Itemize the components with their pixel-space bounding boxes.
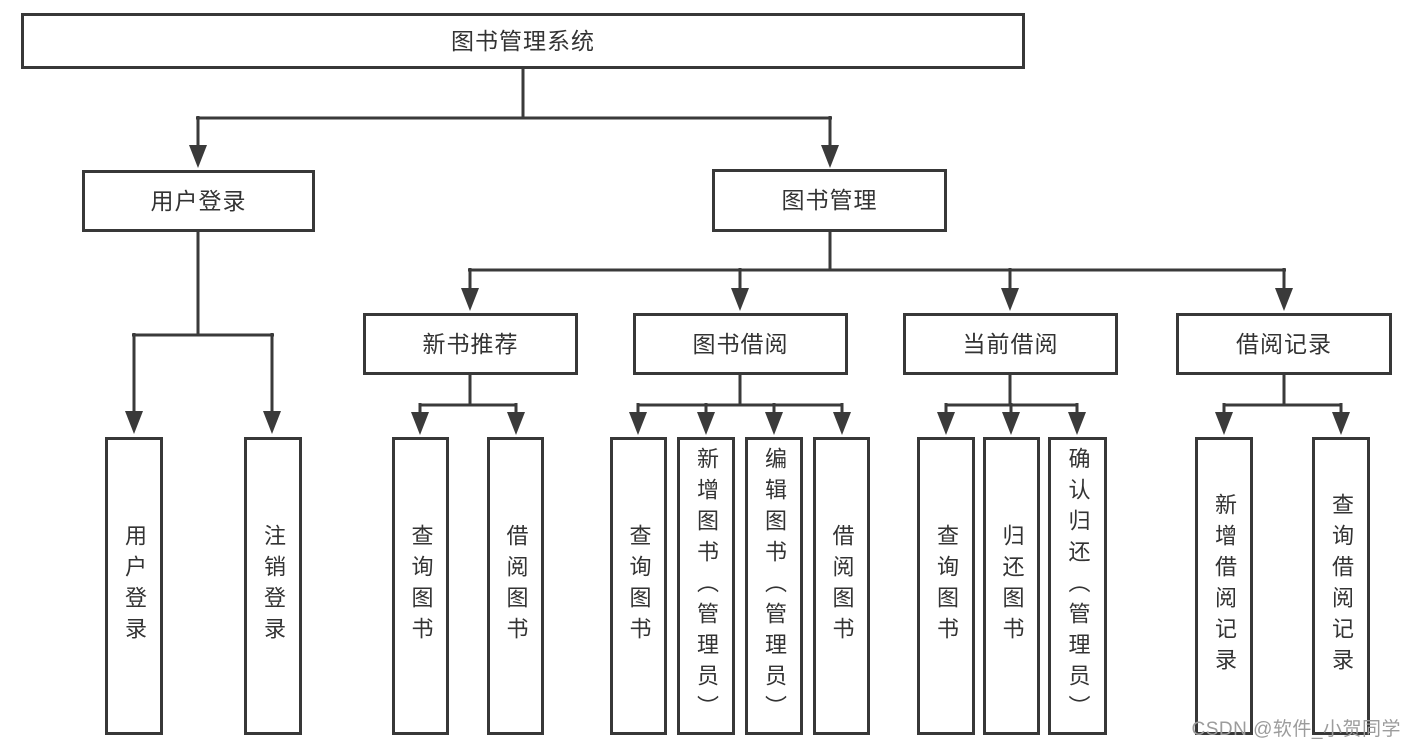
connector-book-borrow-to-children bbox=[629, 375, 851, 435]
leaf-query-borrow-record: 查询借阅记录 bbox=[1312, 437, 1370, 735]
connector-user-login-to-children bbox=[125, 232, 281, 434]
leaf-query-books-1: 查询图书 bbox=[392, 437, 449, 735]
leaf-borrow-books-2: 借阅图书 bbox=[813, 437, 870, 735]
leaf-edit-books-admin: 编辑图书（管理员） bbox=[745, 437, 803, 735]
leaf-add-borrow-record: 新增借阅记录 bbox=[1195, 437, 1253, 735]
leaf-query-books-2: 查询图书 bbox=[610, 437, 667, 735]
connector-book-management-to-level3 bbox=[461, 232, 1293, 311]
connector-new-book-rec-to-children bbox=[411, 375, 525, 435]
connector-current-borrow-to-children bbox=[937, 375, 1086, 435]
leaf-query-books-3: 查询图书 bbox=[917, 437, 975, 735]
leaf-add-books-admin: 新增图书（管理员） bbox=[677, 437, 735, 735]
node-user-login: 用户登录 bbox=[82, 170, 315, 232]
leaf-borrow-books-1: 借阅图书 bbox=[487, 437, 544, 735]
connector-borrow-records-to-children bbox=[1215, 375, 1350, 435]
csdn-watermark: CSDN @软件_小贺同学 bbox=[1191, 719, 1401, 740]
leaf-return-books: 归还图书 bbox=[983, 437, 1040, 735]
leaf-user-login: 用户登录 bbox=[105, 437, 163, 735]
node-current-borrow: 当前借阅 bbox=[903, 313, 1118, 375]
connector-root-to-level2 bbox=[189, 69, 839, 168]
leaf-confirm-return-admin: 确认归还（管理员） bbox=[1048, 437, 1107, 735]
node-borrow-records: 借阅记录 bbox=[1176, 313, 1392, 375]
leaf-logout: 注销登录 bbox=[244, 437, 302, 735]
node-book-borrow: 图书借阅 bbox=[633, 313, 848, 375]
node-new-book-recommend: 新书推荐 bbox=[363, 313, 578, 375]
node-book-management: 图书管理 bbox=[712, 169, 947, 232]
node-library-system: 图书管理系统 bbox=[21, 13, 1025, 69]
